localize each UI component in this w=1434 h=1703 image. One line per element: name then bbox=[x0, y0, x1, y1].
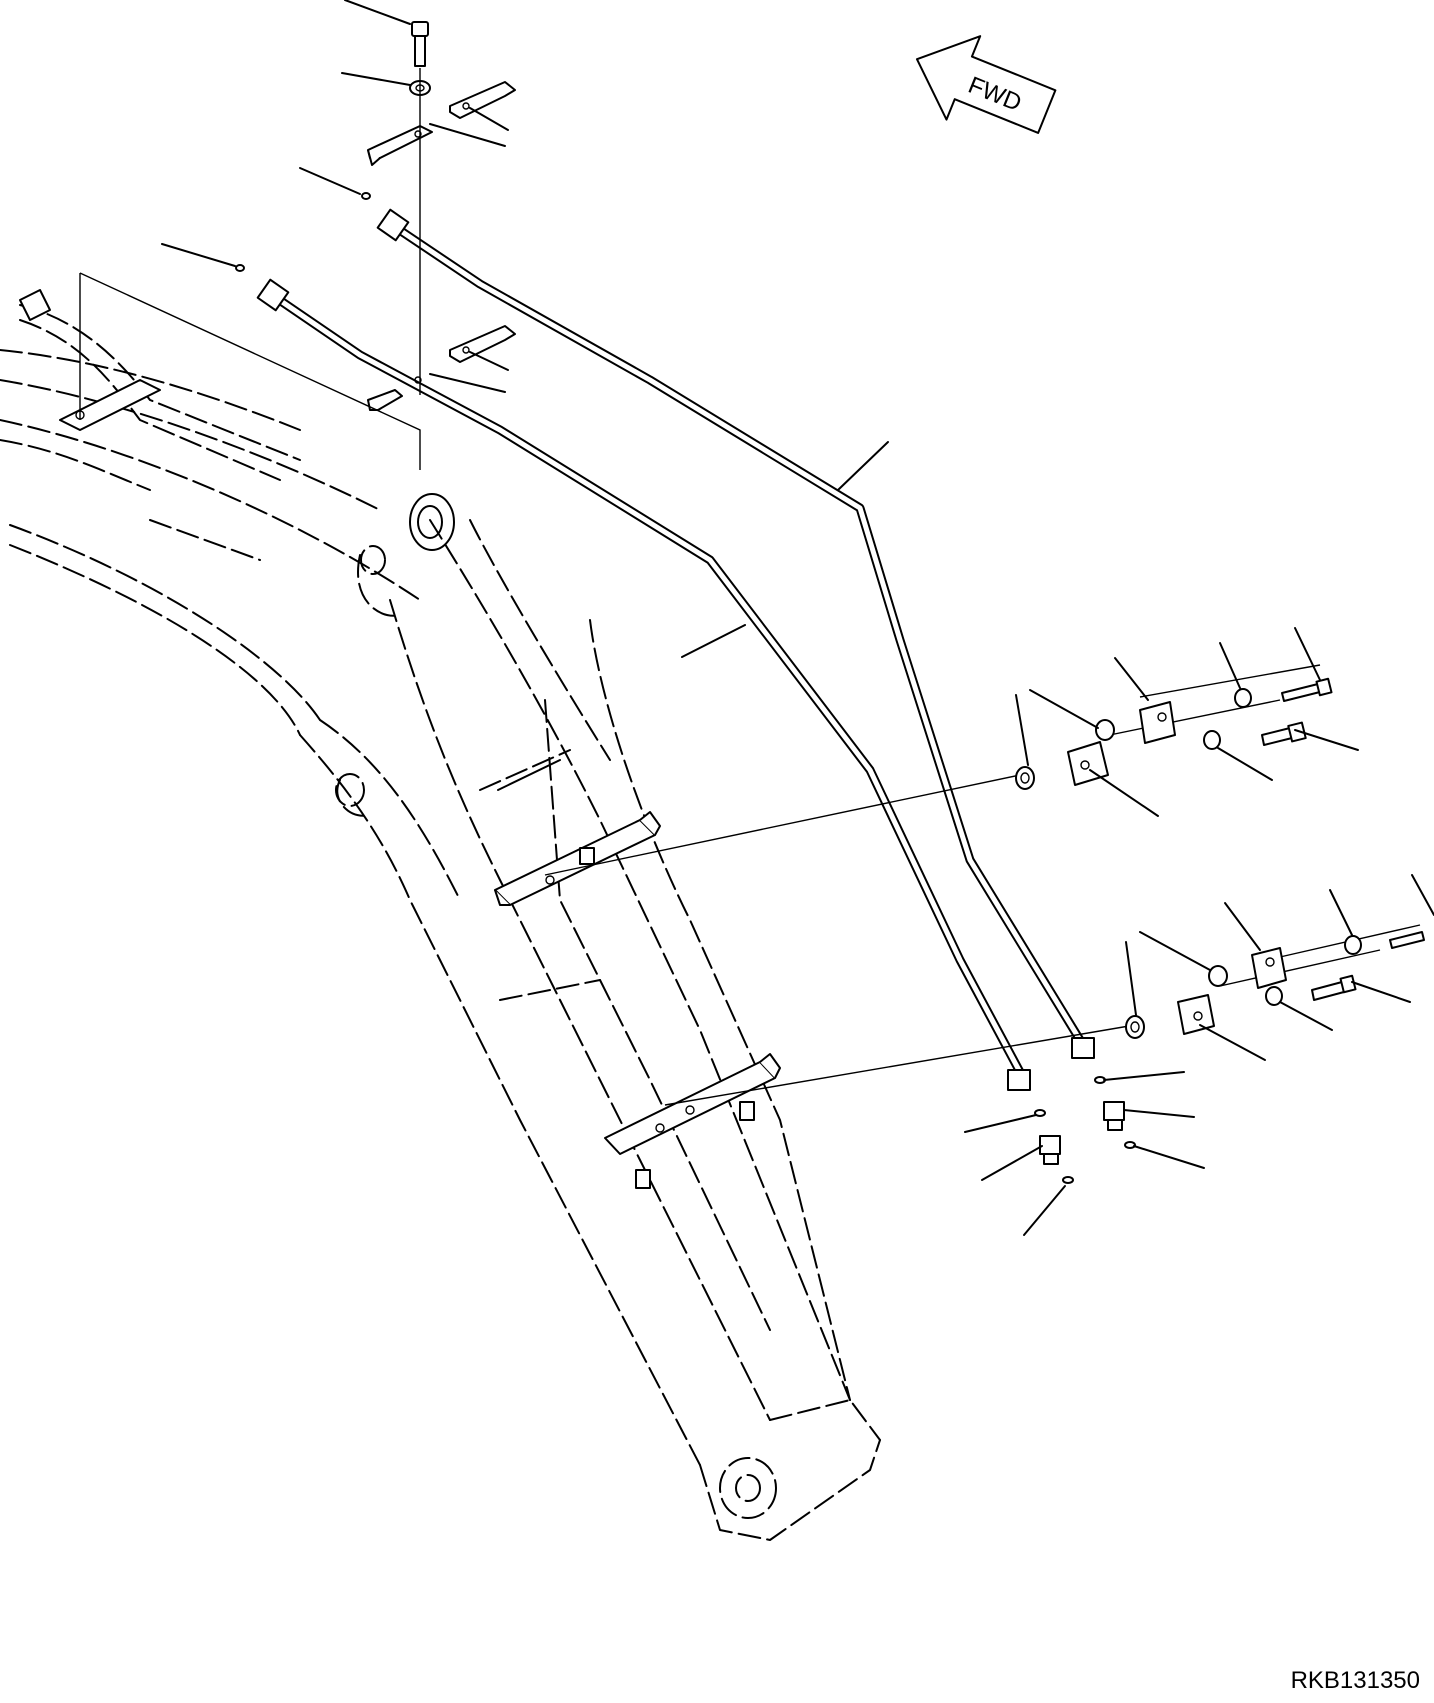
lower-clamp-nut-front bbox=[1125, 1015, 1145, 1039]
boom-phantom-outline bbox=[0, 304, 881, 1541]
pipe-end-fitting-front-top bbox=[256, 278, 290, 312]
upper-clamp-bolt-front bbox=[1261, 721, 1307, 746]
lower-clamp-nut-rear bbox=[1208, 965, 1228, 987]
top-bolt bbox=[411, 21, 429, 67]
o-ring-front bbox=[235, 264, 245, 272]
top-clamp-half-lower bbox=[367, 125, 433, 166]
plug-fitting-rear bbox=[1103, 1101, 1125, 1131]
assembly-lines bbox=[79, 68, 1421, 1106]
boom-hose-block bbox=[19, 289, 161, 431]
lower-clamp-bolt-rear bbox=[1389, 931, 1425, 949]
upper-clamp-washer-front bbox=[1203, 730, 1221, 750]
forward-direction-label: FWD bbox=[964, 72, 1025, 118]
forward-direction-arrow: FWD bbox=[915, 35, 1057, 134]
middle-clamp-half-lower bbox=[367, 376, 422, 411]
lower-clamp-washer-front bbox=[1265, 986, 1283, 1006]
plug-o-ring-3 bbox=[1124, 1141, 1136, 1149]
upper-clamp-bolt-rear bbox=[1281, 677, 1333, 702]
hydraulic-pipe-rear bbox=[392, 223, 1084, 1043]
pipe-end-fitting-rear-bottom bbox=[1071, 1037, 1095, 1059]
hydraulic-pipe-front bbox=[272, 293, 1024, 1075]
upper-clamp-nut-rear bbox=[1095, 719, 1115, 741]
upper-clamp-block-rear bbox=[1139, 701, 1176, 744]
boom-clamp-bracket-lower bbox=[604, 1053, 781, 1189]
top-clamp-half-upper bbox=[449, 81, 516, 119]
plug-o-ring-4 bbox=[1062, 1176, 1074, 1184]
plug-o-ring-2 bbox=[1034, 1109, 1046, 1117]
lower-clamp-block-front bbox=[1177, 994, 1215, 1035]
upper-clamp-nut-front bbox=[1015, 766, 1035, 790]
upper-clamp-washer-rear bbox=[1234, 688, 1252, 708]
lower-clamp-bolt-front bbox=[1311, 974, 1357, 1001]
o-ring-rear bbox=[361, 192, 371, 200]
boom-clamp-bracket-upper bbox=[494, 811, 661, 906]
lower-clamp-washer-rear bbox=[1344, 935, 1362, 955]
lower-clamp-block-rear bbox=[1251, 947, 1287, 989]
pipe-end-fitting-rear-top bbox=[376, 208, 410, 242]
leader-lines bbox=[161, 0, 1434, 1236]
drawing-code: RKB131350 bbox=[1290, 1667, 1420, 1694]
middle-clamp-half-upper bbox=[449, 325, 516, 363]
pipe-end-fitting-front-bottom bbox=[1007, 1069, 1031, 1091]
plug-fitting-front bbox=[1039, 1135, 1061, 1165]
